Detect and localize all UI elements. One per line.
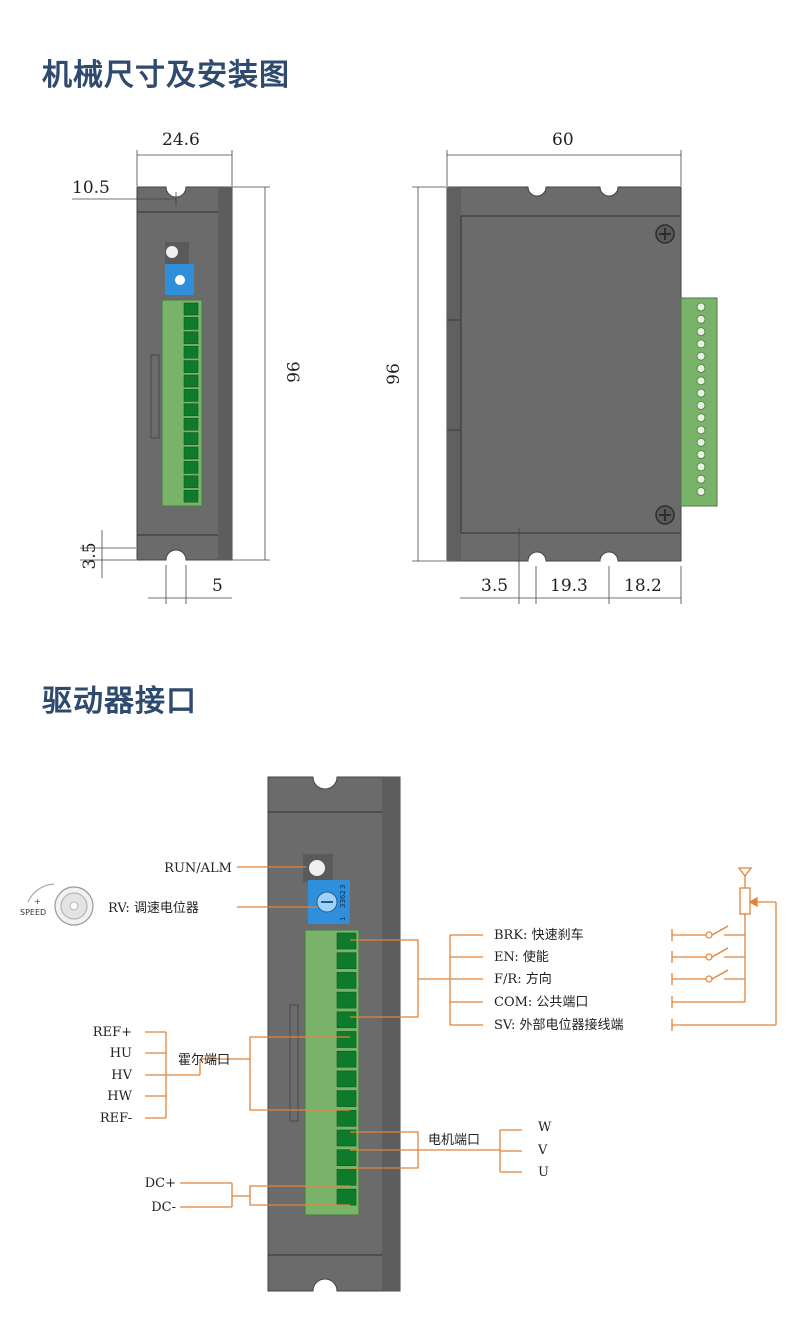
interface-terminal-pin xyxy=(336,1129,357,1147)
terminal-pin xyxy=(183,360,199,373)
terminal-screw xyxy=(696,437,706,447)
terminal-pin xyxy=(183,317,199,330)
hall-port-label: 霍尔端口 xyxy=(178,1053,230,1068)
pot-pin-marking: 1 xyxy=(339,917,347,921)
terminal-screw xyxy=(696,351,706,361)
dim-front-height: 96 xyxy=(384,363,404,385)
terminal-pin xyxy=(183,489,199,503)
rv-label: RV: 调速电位器 xyxy=(108,901,199,916)
interface-terminal-pin xyxy=(336,1031,357,1048)
terminal-pin xyxy=(183,331,199,345)
motor-pin-label: V xyxy=(537,1143,548,1158)
terminal-screw xyxy=(696,314,706,324)
terminal-screw xyxy=(696,376,706,386)
dim-side-hole-edge: 3.5 xyxy=(80,542,100,569)
front-view-dimensions xyxy=(412,150,682,604)
terminal-pin xyxy=(183,302,199,316)
terminal-screw xyxy=(696,302,706,312)
terminal-pin xyxy=(183,475,199,489)
screw-bottom xyxy=(655,505,675,525)
motor-pin-label: U xyxy=(538,1165,549,1180)
dim-side-width: 24.6 xyxy=(162,130,200,150)
interface-terminal-pin xyxy=(336,952,357,970)
terminal-screw xyxy=(696,327,706,337)
dim-side-offset: 10.5 xyxy=(72,178,110,198)
interface-terminal-pin xyxy=(336,1050,357,1068)
control-pin-label: COM: 公共端口 xyxy=(494,995,588,1010)
terminal-screw xyxy=(696,462,706,472)
hall-pin-label: REF- xyxy=(100,1111,132,1126)
terminal-pin xyxy=(183,417,199,431)
hall-pin-label: HV xyxy=(111,1068,132,1083)
power-pin-label: DC+ xyxy=(145,1176,176,1191)
terminal-pin xyxy=(183,345,199,359)
control-pin-label: BRK: 快速刹车 xyxy=(494,927,584,943)
terminal-screw xyxy=(696,425,706,435)
pot-marking: 3362 xyxy=(339,890,347,908)
dim-front-slot-gap: 19.3 xyxy=(550,576,588,596)
terminal-screw xyxy=(696,450,706,460)
interface-terminal-pin xyxy=(336,972,357,989)
speed-knob-label: SPEED xyxy=(20,908,46,917)
control-pin-label: F/R: 方向 xyxy=(494,971,552,987)
terminal-pin xyxy=(183,374,199,388)
run-alm-label: RUN/ALM xyxy=(164,861,232,876)
terminal-pin xyxy=(183,403,199,417)
hall-pin-label: HW xyxy=(107,1089,132,1104)
driver-front-panel: 3362 1 3 xyxy=(267,776,401,1292)
dim-side-slot-width: 5 xyxy=(212,576,223,596)
terminal-screw xyxy=(696,474,706,484)
control-pin-label: SV: 外部电位器接线端 xyxy=(494,1017,624,1033)
terminal-screw xyxy=(696,388,706,398)
control-pin-label: EN: 使能 xyxy=(494,949,549,965)
power-pin-label: DC- xyxy=(151,1200,176,1215)
motor-pin-label: W xyxy=(538,1120,552,1135)
interface-terminal-pin xyxy=(336,932,357,950)
interface-terminal-pin xyxy=(336,1149,357,1166)
terminal-screw xyxy=(696,400,706,410)
side-view-dimensions xyxy=(72,150,270,604)
dim-front-right-gap: 18.2 xyxy=(624,576,662,596)
speed-knob-icon: + SPEED xyxy=(20,883,94,926)
dim-front-width: 60 xyxy=(552,130,574,150)
dim-side-height: 96 xyxy=(282,361,302,383)
interface-title: 驱动器接口 xyxy=(42,684,197,719)
terminal-pin xyxy=(183,461,199,474)
terminal-screw xyxy=(696,487,706,496)
run-alm-led xyxy=(309,860,325,876)
interface-terminal-pin xyxy=(336,1188,357,1206)
front-view-drawing xyxy=(446,186,718,562)
speed-knob-plus: + xyxy=(34,897,41,906)
interface-terminal-pin xyxy=(336,1011,357,1029)
interface-terminal-pin xyxy=(336,991,357,1009)
dim-front-edge: 3.5 xyxy=(481,576,508,596)
terminal-pin xyxy=(183,389,199,402)
led-indicator xyxy=(166,246,178,258)
terminal-pin xyxy=(183,432,199,445)
leader-lines xyxy=(145,866,777,1208)
terminal-screw xyxy=(696,413,706,423)
side-view-drawing xyxy=(136,186,233,561)
mechanical-title: 机械尺寸及安装图 xyxy=(42,58,290,93)
interface-terminal-pin xyxy=(336,1090,357,1107)
interface-terminal-pin xyxy=(336,1110,357,1127)
hall-pin-label: REF+ xyxy=(93,1025,132,1040)
terminal-pin xyxy=(183,446,199,460)
terminal-screw xyxy=(696,364,706,373)
interface-terminal-pin xyxy=(336,1070,357,1088)
motor-port-label: 电机端口 xyxy=(428,1133,480,1148)
pot-pin-marking-right: 3 xyxy=(339,885,347,889)
hall-pin-label: HU xyxy=(110,1046,132,1061)
terminal-screw xyxy=(696,339,706,349)
screw-top xyxy=(655,224,675,244)
interface-terminal-pin xyxy=(336,1169,357,1186)
terminal-block xyxy=(161,299,203,507)
